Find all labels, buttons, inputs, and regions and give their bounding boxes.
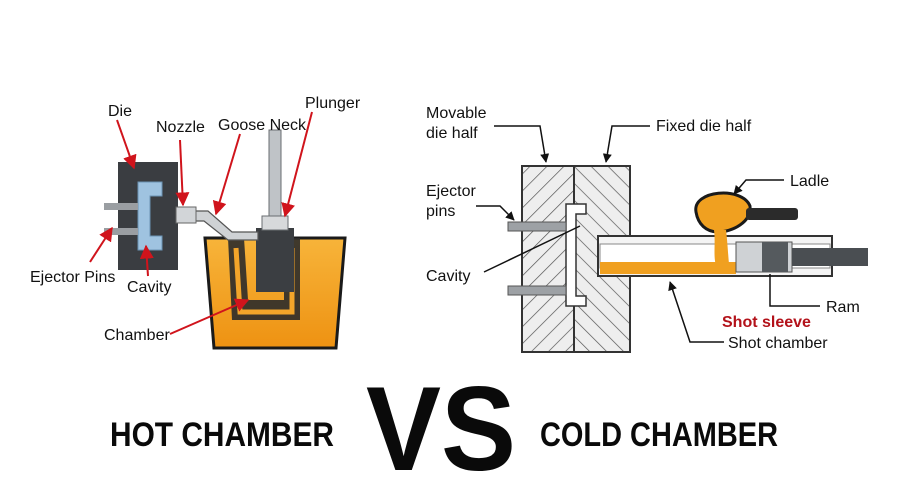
label-ram: Ram [826, 299, 860, 316]
label-cold-ejector-1: Ejector [426, 183, 476, 200]
arrow-ejector-pins [89, 226, 113, 263]
hot-chamber-diagram: Die Nozzle Goose Neck Plunger Ejector Pi… [30, 95, 361, 454]
leader-cold-cavity [483, 225, 581, 273]
leader-fixed-die-half [602, 125, 650, 163]
label-movable-die-half-1: Movable [426, 105, 487, 122]
vs-text: VS [366, 362, 516, 496]
nozzle [175, 206, 197, 224]
ejector-pin-bottom [104, 228, 138, 235]
arrow-goose-neck [212, 133, 241, 216]
ram-block [762, 242, 788, 272]
plunger-housing [256, 228, 294, 292]
arrow-die [116, 119, 137, 170]
leader-ram [769, 274, 820, 307]
ladle-handle [746, 208, 798, 220]
cold-ejector-pin-bottom [507, 285, 567, 296]
label-fixed-die-half: Fixed die half [656, 118, 752, 135]
leader-ladle [733, 179, 784, 195]
arrow-chamber [169, 298, 250, 335]
cold-chamber-diagram: Movable die half Fixed die half Ejector … [426, 105, 868, 454]
metal-pour-stream [714, 230, 730, 272]
label-movable-die-half-2: die half [426, 125, 478, 142]
label-goose-neck: Goose Neck [218, 117, 307, 134]
label-cavity-hot: Cavity [127, 279, 171, 296]
label-nozzle: Nozzle [156, 119, 205, 136]
leader-shot-chamber [668, 281, 724, 343]
label-cold-cavity: Cavity [426, 268, 470, 285]
leader-ejector-pins [476, 205, 515, 221]
ram-rod [792, 248, 868, 266]
title-hot-chamber: HOT CHAMBER [110, 416, 334, 454]
arrow-cavity [139, 244, 154, 277]
leader-movable-die-half [494, 125, 550, 163]
plunger-rod [268, 129, 282, 231]
label-chamber: Chamber [104, 327, 170, 344]
cold-ejector-pin-top [507, 221, 567, 232]
label-shot-sleeve: Shot sleeve [722, 314, 811, 331]
molten-metal-sleeve [600, 262, 736, 274]
label-plunger: Plunger [305, 95, 361, 112]
label-ladle: Ladle [790, 173, 829, 190]
label-cold-ejector-2: pins [426, 203, 455, 220]
ejector-pin-top [104, 203, 138, 210]
label-shot-chamber: Shot chamber [728, 335, 828, 352]
plunger-head [261, 215, 289, 231]
ladle-cup [694, 191, 752, 234]
arrow-nozzle [175, 139, 190, 207]
title-cold-chamber: COLD CHAMBER [540, 416, 778, 454]
label-ejector-pins: Ejector Pins [30, 269, 115, 286]
arrow-plunger [281, 111, 313, 218]
label-die: Die [108, 103, 132, 120]
